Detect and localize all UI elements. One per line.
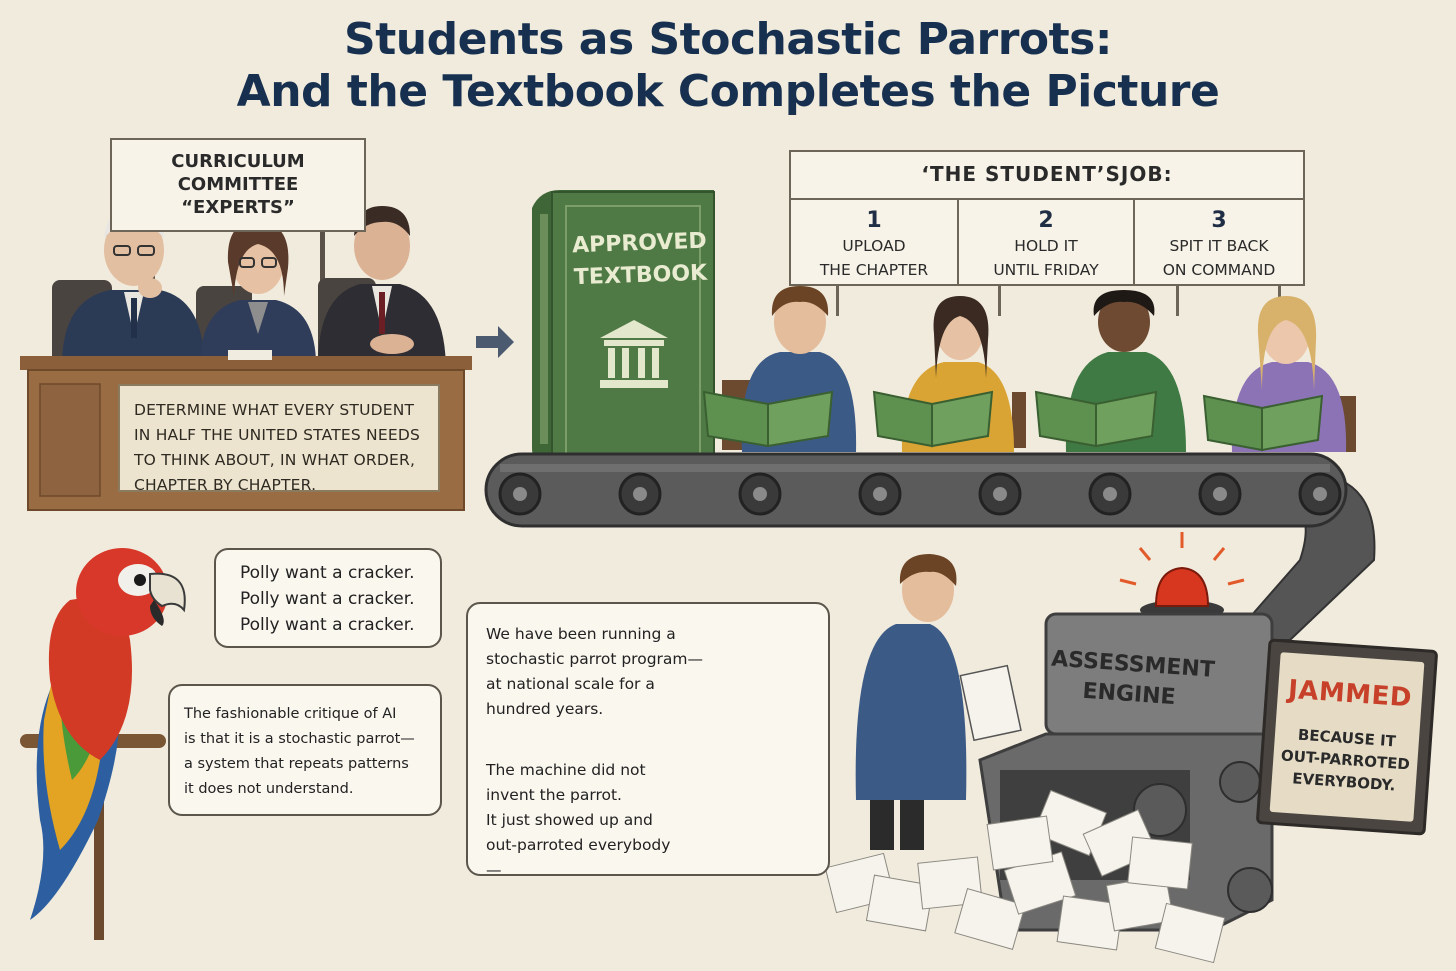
committee-desk-plaque: DETERMINE WHAT EVERY STUDENT IN HALF THE… — [118, 384, 440, 494]
title-line-2: And the Textbook Completes the Picture — [236, 66, 1220, 117]
critique-line-3: a system that repeats patterns — [184, 756, 409, 772]
page-title: Students as Stochastic Parrots: And the … — [0, 14, 1456, 118]
program-bottom-line-3: It just showed up and — [486, 811, 653, 829]
test-papers-pile — [824, 789, 1226, 964]
program-top-line-3: at national scale for a — [486, 675, 655, 693]
parrot-speech-line-1: Polly want a cracker. — [240, 563, 415, 583]
critique-line-4: it does not understand. — [184, 781, 354, 797]
program-top-text: We have been running a stochastic parrot… — [486, 622, 706, 722]
textbook-label-line-2: TEXTBOOK — [573, 260, 708, 291]
student-1 — [702, 286, 857, 452]
committee-sign-line-2: COMMITTEE — [177, 174, 299, 195]
job-step-2: 2 HOLD IT UNTIL FRIDAY — [957, 198, 1133, 284]
program-top-line-1: We have been running a — [486, 625, 676, 643]
approved-textbook-illustration — [532, 190, 715, 469]
title-line-1: Students as Stochastic Parrots: — [344, 14, 1112, 65]
student-job-board: ‘THE STUDENT’SJOB: 1 UPLOAD THE CHAPTER … — [789, 150, 1305, 286]
conveyor-belt — [484, 452, 1376, 641]
job-step-3-line-2: ON COMMAND — [1162, 261, 1276, 279]
committee-sign-line-1: CURRICULUM — [171, 151, 305, 172]
program-bottom-text: The machine did not invent the parrot. I… — [486, 758, 676, 883]
program-bottom-line-4: out-parroted everybody— — [486, 836, 671, 879]
critique-line-1: The fashionable critique of AI — [184, 706, 397, 722]
plaque-line-1: DETERMINE WHAT EVERY STUDENT — [134, 401, 415, 419]
assessment-engine-label: ASSESSMENT ENGINE — [1048, 644, 1215, 715]
student-with-test-sheet — [855, 554, 1022, 850]
program-bottom-line-2: invent the parrot. — [486, 786, 622, 804]
curriculum-committee-sign: CURRICULUM COMMITTEE “EXPERTS” — [110, 138, 366, 232]
ai-critique-callout: The fashionable critique of AI is that i… — [168, 684, 442, 816]
job-board-title: ‘THE STUDENT’SJOB: — [921, 162, 1173, 186]
committee-member-3 — [317, 206, 446, 372]
job-step-1-number: 1 — [866, 208, 882, 233]
jammed-sign-panel: JAMMED BECAUSE IT OUT-PARROTED EVERYBODY… — [1269, 652, 1425, 822]
arrow-icon — [476, 326, 514, 358]
parrot-speech-bubble: Polly want a cracker. Polly want a crack… — [214, 548, 442, 648]
job-step-3-line-1: SPIT IT BACK — [1169, 237, 1269, 255]
parrot-speech-line-2: Polly want a cracker. — [240, 589, 415, 609]
job-step-2-line-2: UNTIL FRIDAY — [993, 261, 1099, 279]
jammed-reason: BECAUSE IT OUT-PARROTED EVERYBODY. — [1271, 722, 1419, 798]
parrot-illustration — [20, 548, 186, 940]
job-step-3: 3 SPIT IT BACK ON COMMAND — [1133, 198, 1303, 284]
program-bottom-line-1: The machine did not — [486, 761, 646, 779]
committee-sign-line-3: “EXPERTS” — [181, 197, 295, 218]
student-4 — [1202, 296, 1356, 452]
jammed-word: JAMMED — [1287, 674, 1413, 714]
job-step-2-number: 2 — [1038, 208, 1054, 233]
alarm-light-icon — [1154, 566, 1210, 607]
job-step-3-number: 3 — [1211, 208, 1227, 233]
program-top-line-2: stochastic parrot program— — [486, 650, 704, 668]
job-step-1-line-2: THE CHAPTER — [819, 261, 929, 279]
program-top-line-4: hundred years. — [486, 700, 604, 718]
institution-icon — [600, 320, 668, 388]
job-step-2-line-1: HOLD IT — [1014, 237, 1078, 255]
parrot-program-callout: We have been running a stochastic parrot… — [466, 602, 830, 879]
student-2 — [872, 296, 1026, 452]
parrot-speech-line-3: Polly want a cracker. — [240, 615, 415, 635]
job-step-1: 1 UPLOAD THE CHAPTER — [791, 198, 957, 284]
plaque-line-4: CHAPTER BY CHAPTER. — [134, 476, 317, 494]
jammed-sign: JAMMED BECAUSE IT OUT-PARROTED EVERYBODY… — [1255, 638, 1439, 836]
job-step-1-line-1: UPLOAD — [842, 237, 906, 255]
student-3 — [1034, 290, 1186, 452]
textbook-cover-label: APPROVED TEXTBOOK — [559, 225, 721, 295]
critique-line-2: is that it is a stochastic parrot— — [184, 731, 415, 747]
plaque-line-3: TO THINK ABOUT, IN WHAT ORDER, — [134, 451, 416, 469]
plaque-line-2: IN HALF THE UNITED STATES NEEDS — [134, 426, 420, 444]
